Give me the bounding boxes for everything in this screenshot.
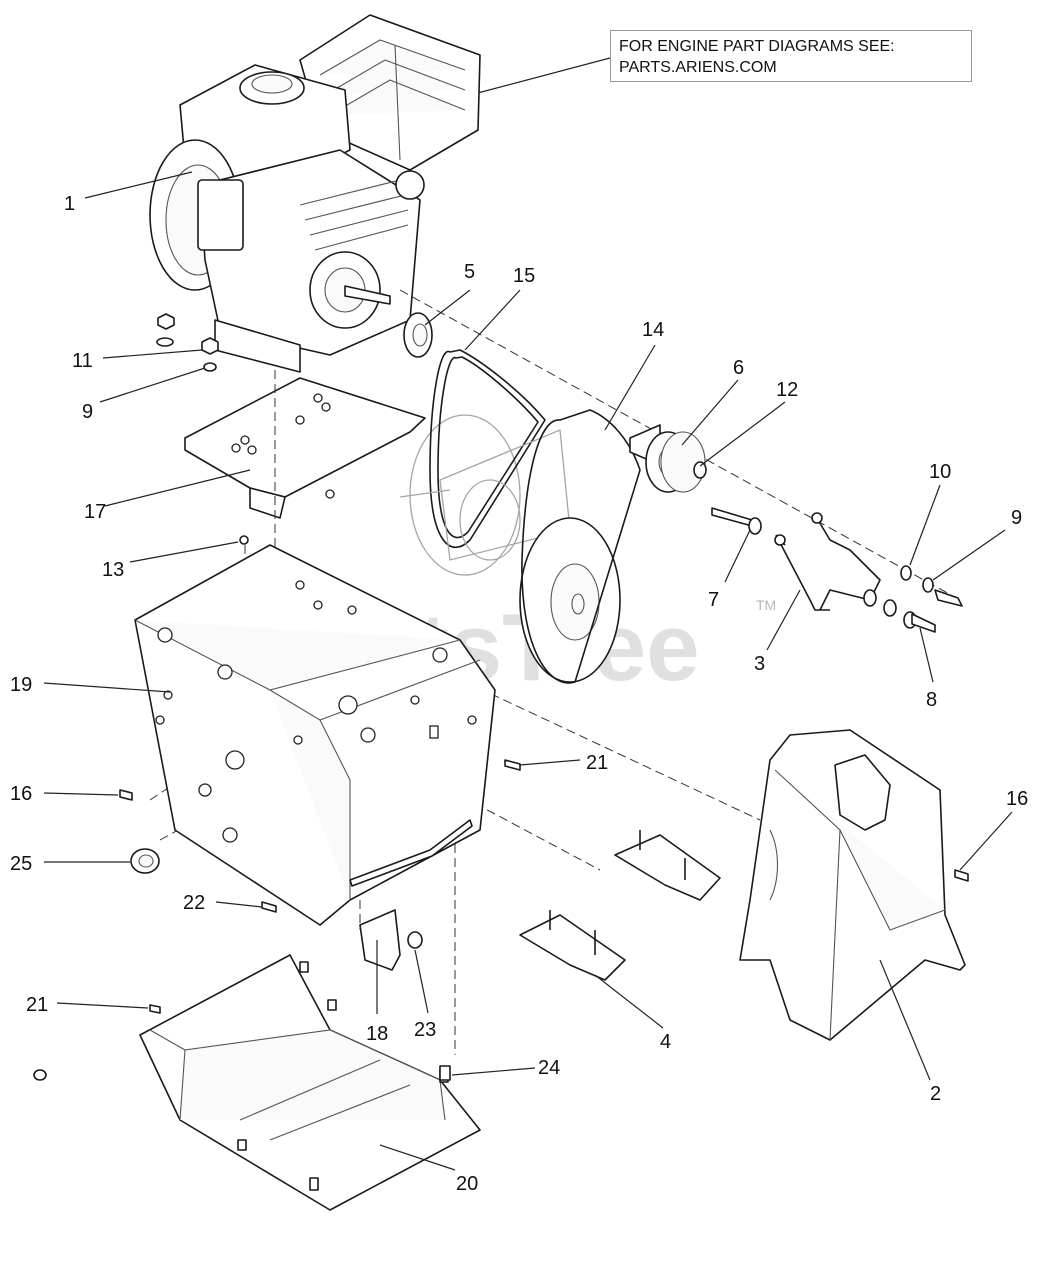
callout-numbers: 1 2 3 4 5 6 7 8 9 9 10 11 12 13 14 15 16… xyxy=(10,193,1028,1195)
washer-part-12 xyxy=(693,461,707,479)
callout-9-left: 9 xyxy=(82,401,93,423)
callout-11: 11 xyxy=(72,350,93,372)
callout-10: 10 xyxy=(929,461,951,483)
callout-18: 18 xyxy=(366,1023,388,1045)
callout-23: 23 xyxy=(414,1019,436,1041)
callout-9-right: 9 xyxy=(1011,507,1022,529)
callout-20: 20 xyxy=(456,1173,478,1195)
bolt-part-7 xyxy=(711,507,762,535)
washer-part-9-left xyxy=(203,362,217,372)
callout-14: 14 xyxy=(642,319,664,341)
callout-16-right: 16 xyxy=(1006,788,1028,810)
washer-part-10 xyxy=(900,565,912,581)
plate-part-4 xyxy=(519,830,721,981)
callout-13: 13 xyxy=(102,559,124,581)
axle-rod xyxy=(349,819,473,887)
callout-5: 5 xyxy=(464,261,475,283)
callout-22: 22 xyxy=(183,892,205,914)
callout-8: 8 xyxy=(926,689,937,711)
callout-25: 25 xyxy=(10,853,32,875)
grommet-part-25 xyxy=(130,848,160,874)
coupler-part-5 xyxy=(403,312,433,358)
note-leader-line xyxy=(469,57,611,96)
screw-part-16-right xyxy=(954,869,969,882)
screw-part-21-right xyxy=(504,759,521,771)
engine-part-1 xyxy=(149,14,481,373)
callout-6: 6 xyxy=(733,357,744,379)
mount-plate-part-17 xyxy=(184,377,426,498)
callout-12: 12 xyxy=(776,379,798,401)
nut-part-24 xyxy=(439,1065,451,1081)
frame-part-19 xyxy=(134,544,496,926)
callout-17: 17 xyxy=(84,501,106,523)
callout-4: 4 xyxy=(660,1031,671,1053)
callout-21-left: 21 xyxy=(26,994,48,1016)
screw-part-22 xyxy=(261,901,277,913)
bracket-part-18 xyxy=(359,909,401,971)
callout-2: 2 xyxy=(930,1083,941,1105)
screw-part-16-left xyxy=(119,789,133,801)
belt-cover-part-2 xyxy=(739,729,966,1041)
callout-21-right: 21 xyxy=(586,752,608,774)
washer-part-9-right xyxy=(922,577,934,593)
engine-diagram-note: FOR ENGINE PART DIAGRAMS SEE: PARTS.ARIE… xyxy=(610,30,972,82)
pulley-part-6 xyxy=(629,424,706,493)
nut-part-11 xyxy=(201,337,219,355)
bolt-part-8 xyxy=(903,611,936,633)
screw-part-13 xyxy=(239,535,249,545)
callout-19: 19 xyxy=(10,674,32,696)
bolt-right xyxy=(934,589,963,607)
loose-screw xyxy=(33,1069,47,1081)
callout-15: 15 xyxy=(513,265,535,287)
watermark-tm: TM xyxy=(756,597,776,613)
note-line-1: FOR ENGINE PART DIAGRAMS SEE: xyxy=(619,38,895,55)
note-line-2: PARTS.ARIENS.COM xyxy=(619,59,777,76)
callout-7: 7 xyxy=(708,589,719,611)
belt-part-14 xyxy=(519,409,641,684)
nut-part-23 xyxy=(407,931,423,949)
base-pan-part-20 xyxy=(139,954,481,1211)
callout-3: 3 xyxy=(754,653,765,675)
leader-lines xyxy=(43,171,1013,1171)
screw-part-21-left xyxy=(149,1004,161,1014)
callout-16-left: 16 xyxy=(10,783,32,805)
callout-24: 24 xyxy=(538,1057,560,1079)
callout-1: 1 xyxy=(64,193,75,215)
